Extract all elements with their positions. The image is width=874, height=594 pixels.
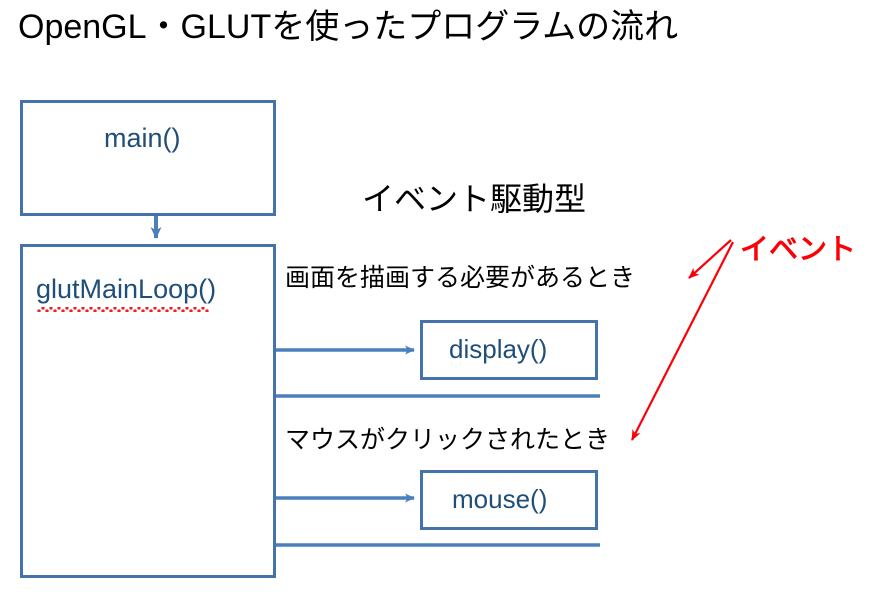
annotation-event-driven: イベント駆動型 <box>362 181 587 217</box>
annotation-mouse-condition: マウスがクリックされたとき <box>285 426 611 454</box>
process-box-glutmainloop[interactable] <box>20 244 276 578</box>
annotation-event-label: イベント <box>740 234 857 266</box>
process-box-display-label: display() <box>449 334 548 364</box>
process-box-main[interactable] <box>20 100 276 216</box>
process-box-mouse[interactable] <box>420 470 598 530</box>
process-box-main-label: main() <box>104 123 181 153</box>
process-box-glutmainloop-label: glutMainLoop() <box>36 274 217 304</box>
annotation-display-condition: 画面を描画する必要があるとき <box>285 264 636 292</box>
page-title: OpenGL・GLUTを使ったプログラムの流れ <box>18 8 679 46</box>
process-box-display[interactable] <box>420 320 598 380</box>
spellcheck-underline <box>37 307 209 312</box>
event-arrow-to-mouse-condition <box>631 241 734 441</box>
process-box-mouse-label: mouse() <box>452 484 548 514</box>
event-arrow-to-display-condition <box>688 239 732 279</box>
